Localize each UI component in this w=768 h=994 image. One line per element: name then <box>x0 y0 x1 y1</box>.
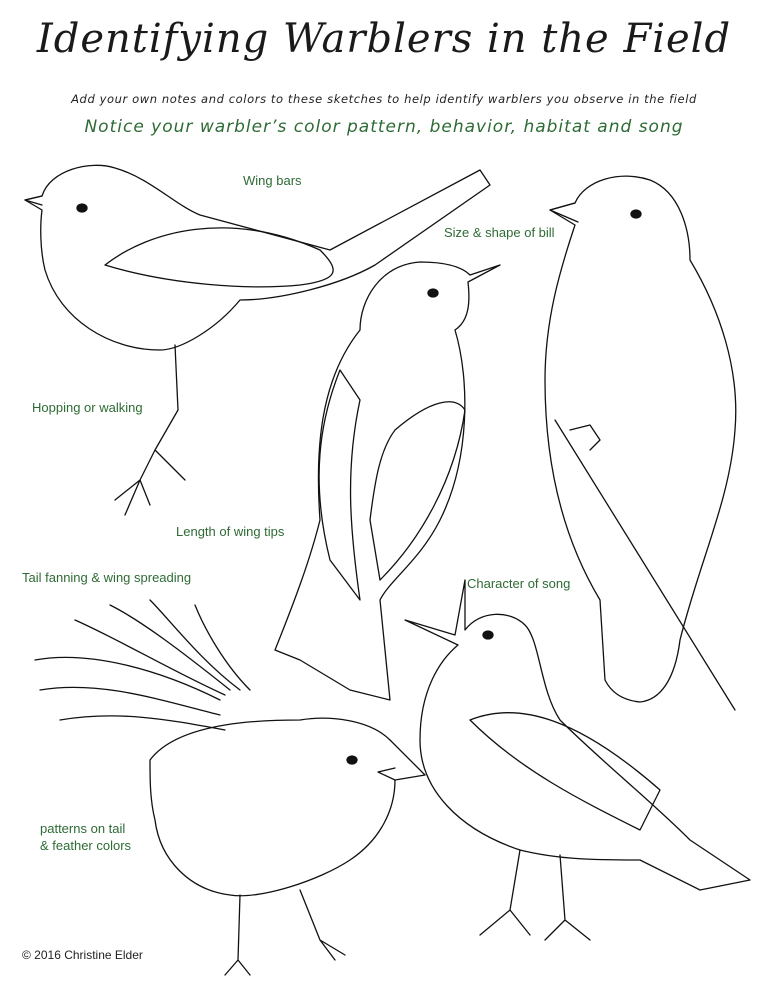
label-tail-fanning: Tail fanning & wing spreading <box>22 570 192 585</box>
label-hopping: Hopping or walking <box>32 400 143 415</box>
notice-heading: Notice your warbler’s color pattern, beh… <box>84 117 684 137</box>
bird-wing-tips <box>274 261 501 701</box>
label-patterns-1: patterns on tail <box>40 821 126 836</box>
label-wing-tips: Length of wing tips <box>176 524 285 539</box>
label-song: Character of song <box>467 576 571 591</box>
subtitle: Add your own notes and colors to these s… <box>71 92 697 106</box>
page-title: Identifying Warblers in the Field <box>36 16 732 62</box>
bird-tail-fanning <box>34 599 426 976</box>
label-bill: Size & shape of bill <box>444 225 555 240</box>
label-patterns-2: & feather colors <box>40 838 132 853</box>
label-wing-bars: Wing bars <box>243 173 302 188</box>
bird-perched-tail-out <box>24 164 491 516</box>
bird-on-branch <box>544 175 737 711</box>
bird-singing <box>404 579 751 941</box>
copyright: © 2016 Christine Elder <box>22 948 143 962</box>
